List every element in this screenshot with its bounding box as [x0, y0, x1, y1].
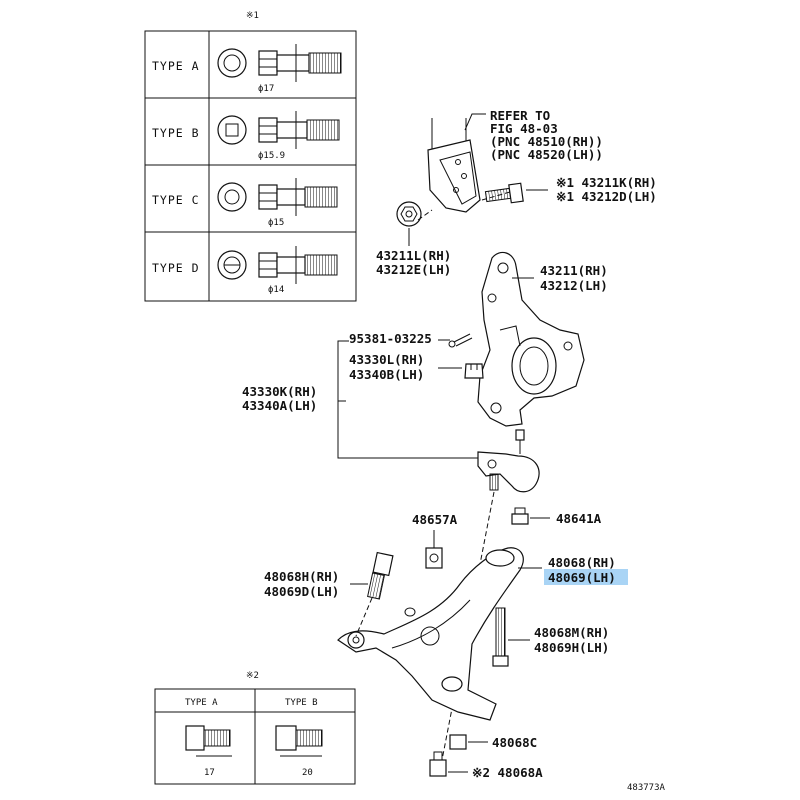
type-label: TYPE A: [152, 59, 200, 73]
castle-nut-icon: [464, 363, 484, 379]
castle-nut-rh-label: 43330L(RH): [349, 352, 424, 367]
table2-size-b: 20: [302, 768, 313, 778]
strut-bracket-icon: [427, 118, 481, 213]
table2-type-a: TYPE A: [185, 698, 218, 708]
table2-type-b: TYPE B: [285, 698, 318, 708]
knuckle-lh-label: 43212(LH): [540, 278, 608, 293]
refer-line-1: REFER TO: [490, 108, 550, 123]
highlight-box: [544, 569, 628, 585]
front-bolt-lh-label: 48069D(LH): [264, 584, 339, 599]
table1-row-a: TYPE A ϕ17: [152, 44, 342, 94]
table1-ref-mark: ※1: [246, 11, 259, 21]
diameter-label: ϕ15: [268, 218, 284, 228]
bushing-label: 48657A: [412, 512, 458, 527]
hub-bolt-icon: [258, 117, 340, 143]
cotter-pin-icon: [448, 333, 473, 348]
bolt-lh-label: ※1 43212D(LH): [556, 189, 657, 204]
ball-joint-rh-label: 43330K(RH): [242, 384, 317, 399]
bolt-48068a-icon: [429, 751, 447, 777]
table2-ref-mark: ※2: [246, 671, 259, 681]
lock-nut-label: 48641A: [556, 511, 602, 526]
bushing-icon: [425, 547, 443, 569]
diameter-label: ϕ15.9: [258, 151, 285, 161]
diameter-label: ϕ17: [258, 84, 274, 94]
figure-number: 483773A: [627, 783, 666, 793]
nut-rh-label: 43211L(RH): [376, 248, 451, 263]
bolt-end-icon: [217, 250, 247, 280]
hub-bolt-icon: [258, 50, 342, 76]
bolt-end-icon: [217, 48, 247, 78]
cotter-pin-label: 95381-03225: [349, 331, 432, 346]
table1-row-b: TYPE B ϕ15.9: [152, 111, 340, 161]
hub-bolt-icon: [258, 252, 338, 278]
type-label: TYPE D: [152, 261, 200, 275]
rear-bolt-lh-label: 48069H(LH): [534, 640, 609, 655]
flange-nut-icon: [396, 201, 422, 227]
front-bolt-icon: [355, 551, 394, 637]
diameter-label: ϕ14: [268, 285, 284, 295]
bolt-48068a-label: ※2 48068A: [472, 765, 543, 780]
bolt-type-table-1: ※1 TYPE A ϕ17 TYPE B: [144, 11, 357, 302]
type-label: TYPE C: [152, 193, 200, 207]
ball-joint-lh-label: 43340A(LH): [242, 398, 317, 413]
table1-row-d: TYPE D ϕ14: [152, 246, 338, 295]
lock-nut-icon: [511, 507, 529, 525]
bolt-end-icon: [217, 182, 247, 212]
flange-bolt-b-icon: [275, 725, 323, 751]
table1-row-c: TYPE C ϕ15: [152, 178, 338, 228]
lower-control-arm-icon: [337, 547, 524, 721]
rear-bolt-rh-label: 48068M(RH): [534, 625, 609, 640]
refer-line-2: FIG 48-03: [490, 121, 558, 136]
type-label: TYPE B: [152, 126, 200, 140]
knuckle-rh-label: 43211(RH): [540, 263, 608, 278]
bolt-end-icon: [217, 115, 247, 145]
arm-rh-label: 48068(RH): [548, 555, 616, 570]
refer-line-4: (PNC 48520(LH)): [490, 147, 603, 162]
rear-bolt-icon: [492, 607, 509, 667]
bolt-rh-label: ※1 43211K(RH): [556, 175, 657, 190]
table2-size-a: 17: [204, 768, 215, 778]
refer-line-3: (PNC 48510(RH)): [490, 134, 603, 149]
bolt-type-table-2: ※2 TYPE A TYPE B 17 20: [154, 671, 356, 785]
rear-nut-label: 48068C: [492, 735, 537, 750]
steering-knuckle-icon: [477, 251, 585, 427]
nut-lh-label: 43212E(LH): [376, 262, 451, 277]
castle-nut-lh-label: 43340B(LH): [349, 367, 424, 382]
arm-lh-label: 48069(LH): [548, 570, 616, 585]
hub-bolt-icon: [258, 184, 338, 210]
ball-joint-icon: [477, 429, 540, 493]
front-bolt-rh-label: 48068H(RH): [264, 569, 339, 584]
flange-bolt-a-icon: [185, 725, 231, 751]
refer-note: REFER TO FIG 48-03 (PNC 48510(RH)) (PNC …: [464, 108, 603, 162]
rear-nut-icon: [449, 734, 467, 750]
camber-bolt-icon: [481, 182, 548, 204]
